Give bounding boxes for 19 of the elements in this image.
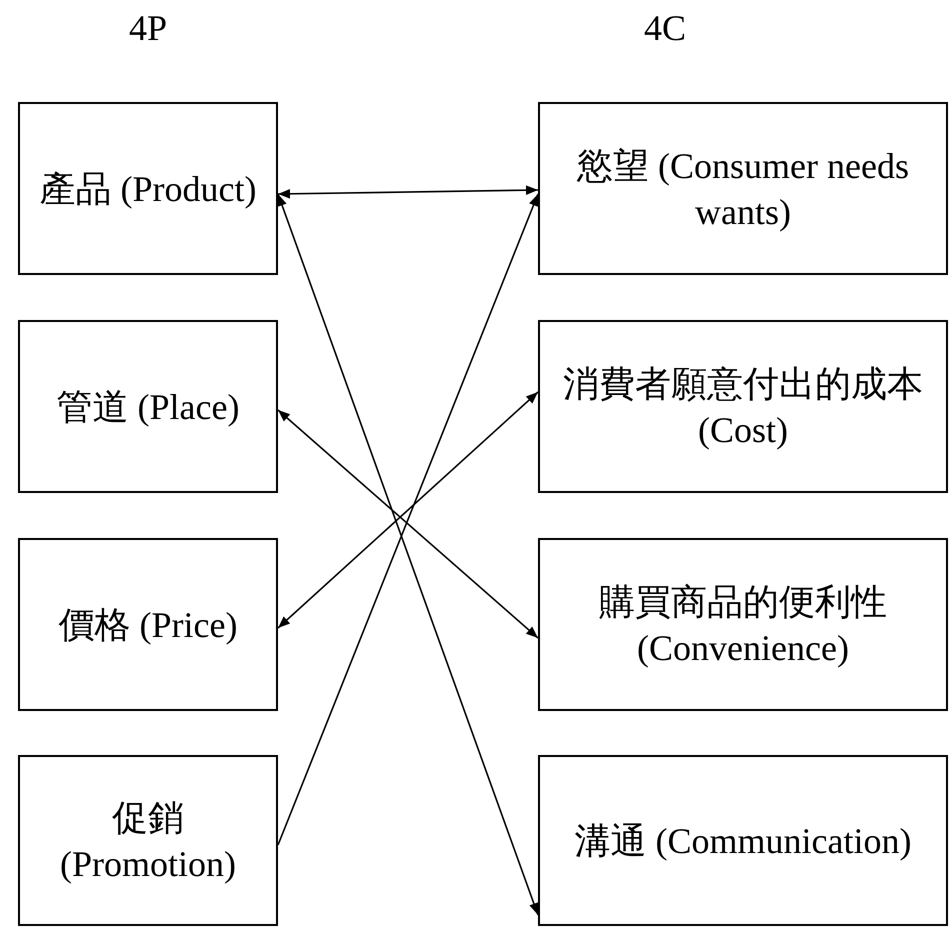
- arrow: [278, 185, 538, 199]
- column-heading: 4P: [128, 8, 168, 48]
- box-text: 產品 (Product): [40, 168, 256, 210]
- concept-box: [18, 755, 278, 926]
- concept-box: [538, 755, 948, 926]
- box-text: 消費者願意付出的成本 (Cost): [562, 362, 924, 452]
- concept-box: [18, 320, 278, 493]
- concept-box: [538, 538, 948, 711]
- concept-box: [18, 538, 278, 711]
- box-text: 促銷 (Promotion): [59, 796, 237, 886]
- box-text: 價格 (Price): [58, 604, 238, 646]
- box-text: 慾望 (Consumer needs wants): [576, 144, 910, 234]
- concept-box: [538, 320, 948, 493]
- box-text: 溝通 (Communication): [574, 820, 912, 862]
- box-text: 購買商品的便利性 (Convenience): [598, 580, 888, 670]
- concept-box: [538, 102, 948, 275]
- box-text: 管道 (Place): [56, 386, 240, 428]
- concept-box: [18, 102, 278, 275]
- column-heading: 4C: [644, 8, 686, 48]
